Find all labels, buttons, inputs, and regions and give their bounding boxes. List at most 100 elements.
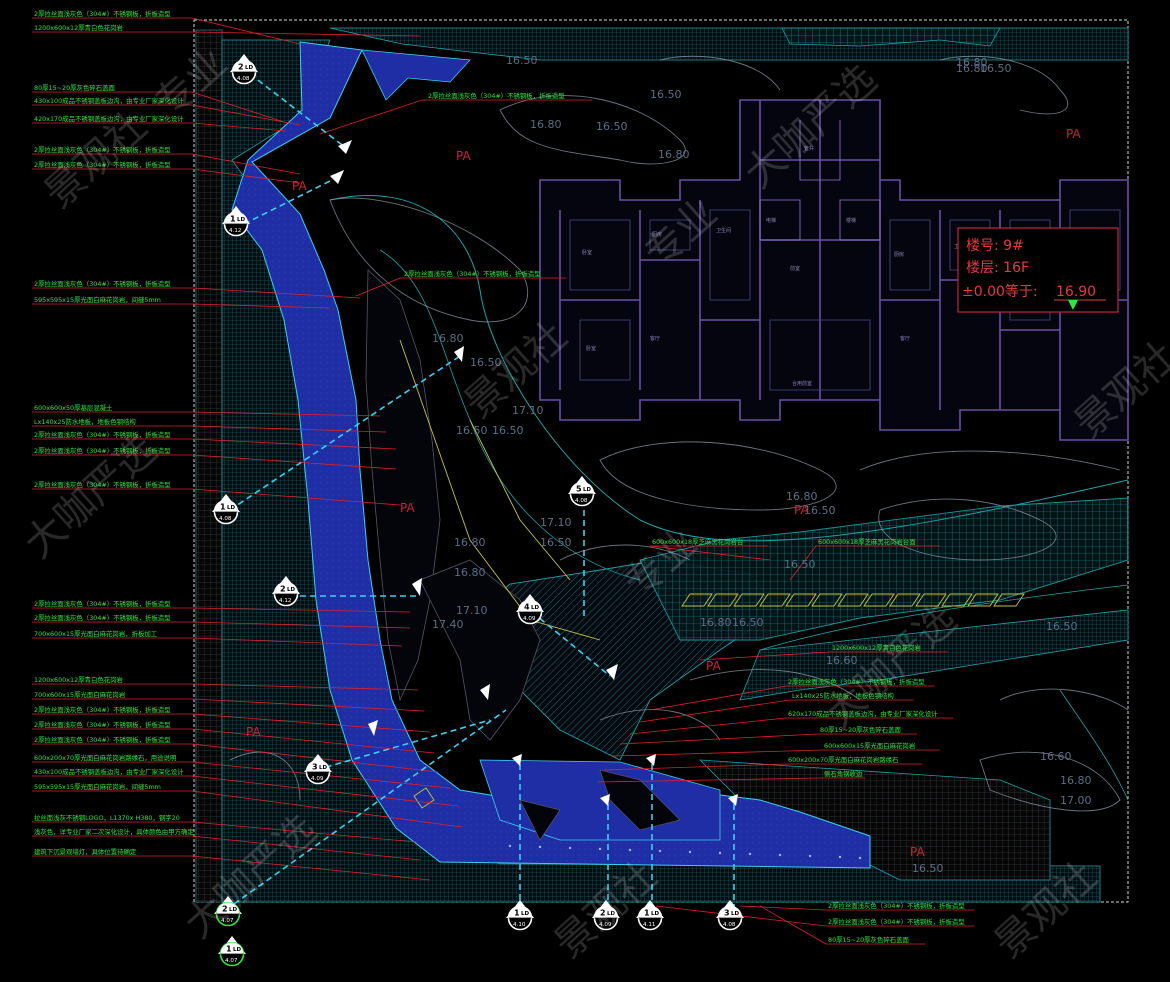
section-number: 1 <box>514 909 520 918</box>
leader-line <box>191 855 431 881</box>
material-note: 2厚拉丝面浅灰色（304#）不锈钢板，折板造型 <box>788 677 925 686</box>
spot-elevation: 16.50 <box>596 120 628 133</box>
material-note: 1200x600x12厚青白色花岗岩 <box>34 23 124 32</box>
leader-line <box>649 545 771 561</box>
material-note: 浅灰色，详专业厂家二次深化设计，具体颜色由甲方确定 <box>34 827 194 836</box>
section-circle-half <box>274 582 298 594</box>
section-sheet: 4.12 <box>229 228 241 234</box>
pa-label: PA <box>794 503 809 517</box>
leader-line <box>603 763 787 771</box>
material-note: 600x600x15厚光面白麻花岗岩 <box>824 741 916 750</box>
left-annotation-column: 2厚拉丝面浅灰色（304#）不锈钢板，折板造型 1200x600x12厚青白色花岗… <box>32 9 463 881</box>
spot-elevation: 16.50 <box>784 558 816 571</box>
leader-line <box>191 790 463 828</box>
material-note: 80厚15~20厚灰色碎石盖面 <box>828 935 909 944</box>
material-note: Lx140x25防水地板，地板色钢结构 <box>34 417 136 426</box>
material-note: 600x600x50厚基层混凝土 <box>34 403 113 412</box>
top-annotations: 2厚拉丝面浅灰色（304#）不锈钢板，折板造型 2厚拉丝面浅灰色（304#）不锈… <box>319 91 592 297</box>
leader-line <box>191 122 287 132</box>
material-note: 2厚拉丝面浅灰色（304#）不锈钢板，折板造型 <box>34 145 171 154</box>
material-note: 2厚拉丝面浅灰色（304#）不锈钢板，折板造型 <box>828 901 965 910</box>
material-note: 2厚拉丝面浅灰色（304#）不锈钢板，折板造型 <box>34 430 171 439</box>
section-number: 2 <box>280 585 286 594</box>
spot-elevation: 16.80 <box>454 566 486 579</box>
leader-line <box>629 717 787 735</box>
section-number: 1 <box>220 503 226 512</box>
leader-line <box>611 749 823 757</box>
material-note: 620x170成品不锈钢盖板边沟，由专业厂家深化设计 <box>788 709 938 718</box>
section-circle-half <box>306 760 330 772</box>
material-note: 2厚拉丝面浅灰色（304#）不锈钢板，折板造型 <box>34 705 171 714</box>
room-label: 楼梯 <box>846 217 856 224</box>
leader-line <box>191 621 411 629</box>
material-note: 2厚拉丝面浅灰色（304#）不锈钢板，折板造型 <box>34 279 171 288</box>
material-note: 1200x600x12厚青白色花岗岩 <box>832 643 922 652</box>
section-circle-half <box>570 482 594 494</box>
leader-line <box>699 651 831 661</box>
leader-line <box>191 91 285 123</box>
section-code: LD <box>583 487 592 493</box>
section-code: LD <box>245 65 254 71</box>
spot-elevation: 16.50 <box>1046 620 1078 633</box>
section-code: LD <box>731 911 740 917</box>
spot-elevation: 16.50 <box>804 504 836 517</box>
spot-elevation: 17.10 <box>512 404 544 417</box>
material-note: 2厚拉丝面浅灰色（304#）不锈钢板，折板造型 <box>34 599 171 608</box>
section-number: 2 <box>238 63 244 72</box>
leader-line <box>789 545 817 581</box>
section-code: LD <box>651 911 660 917</box>
leader-line <box>191 153 301 175</box>
room-label: 前室 <box>790 265 800 272</box>
material-note: 1200x600x12厚青白色花岗岩 <box>34 675 124 684</box>
material-note: 430x100成品不锈钢盖板边沟，由专业厂家深化设计 <box>34 96 184 105</box>
leader-line <box>191 607 411 613</box>
section-circle-half <box>214 500 238 512</box>
spot-elevation: 17.10 <box>540 516 572 529</box>
spot-elevation: 16.80 <box>956 62 988 75</box>
datum-label: ±0.00等于: <box>962 283 1038 300</box>
section-number: 2 <box>222 905 228 914</box>
material-note: 600x200x70厚光面白麻花岗岩路缘石 <box>788 755 898 764</box>
spot-elevation: 16.50 <box>456 424 488 437</box>
section-sheet: 4.12 <box>279 598 291 604</box>
leader-line <box>649 685 787 711</box>
section-code: LD <box>287 587 296 593</box>
section-sheet: 4.08 <box>723 922 736 928</box>
datum-value: 16.90 <box>1056 284 1096 300</box>
material-note: 80厚15~20厚灰色碎石盖面 <box>34 83 115 92</box>
spot-elevation: 16.50 <box>732 616 764 629</box>
spot-elevation: 16.50 <box>540 536 572 549</box>
material-note: 595x595x15厚光面白麻花岗岩，间缝5mm <box>34 295 161 304</box>
spot-elevation: 16.50 <box>506 54 538 67</box>
section-sheet: 4.09 <box>311 776 324 782</box>
building-info-box: 楼号: 9# 楼层: 16F ±0.00等于: 16.90 <box>957 227 1119 313</box>
spot-elevation: 16.60 <box>826 654 858 667</box>
spot-elevation: 16.50 <box>912 862 944 875</box>
material-note: 2厚拉丝面浅灰色（304#）不锈钢板，折板造型 <box>34 720 171 729</box>
material-note: 2厚拉丝面浅灰色（304#）不锈钢板，折板造型 <box>34 480 171 489</box>
material-note: 80厚15~20厚灰色碎石盖面 <box>820 725 901 734</box>
leader-line <box>191 713 431 733</box>
spot-elevation: 16.80 <box>432 332 464 345</box>
material-note: 600x200x70厚光面白麻花岗岩路缘石，用途说明 <box>34 753 176 762</box>
section-number: 3 <box>312 763 318 772</box>
section-sheet: 4.07 <box>225 958 238 964</box>
spot-elevation: 16.50 <box>492 424 524 437</box>
material-note: 建筑下沉景观墙灯，具体位置待确定 <box>34 847 137 856</box>
